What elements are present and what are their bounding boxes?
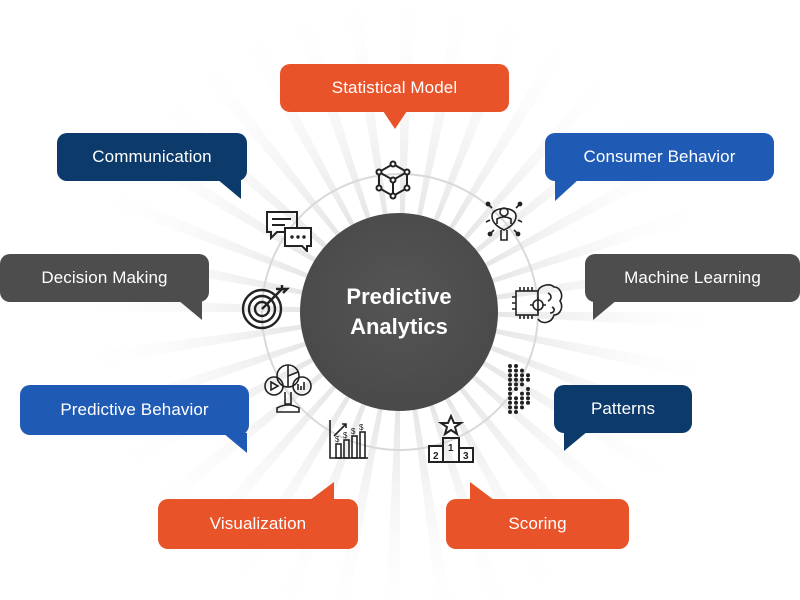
node-visualization: Visualization: [158, 482, 358, 549]
node-machine-learning: Machine Learning: [585, 254, 800, 320]
cube-network-icon: [373, 160, 413, 200]
tree-media-icon: [263, 362, 313, 414]
node-label: Decision Making: [41, 268, 168, 287]
node-statistical-model: Statistical Model: [280, 64, 509, 129]
svg-text:$: $: [351, 427, 356, 436]
node-decision-making: Decision Making: [0, 254, 209, 320]
bar-chart-dollar-icon: $ $ $ $: [328, 418, 370, 460]
node-label: Machine Learning: [624, 268, 761, 287]
podium-star-icon: 1 2 3: [426, 414, 476, 464]
svg-text:1: 1: [448, 443, 454, 454]
svg-text:$: $: [359, 423, 364, 432]
svg-text:2: 2: [433, 451, 439, 462]
target-arrow-icon: [240, 282, 290, 332]
chip-brain-gear-icon: [512, 283, 564, 327]
center-title-line2: Analytics: [350, 314, 448, 339]
node-label: Scoring: [508, 514, 567, 533]
node-scoring: Scoring: [446, 482, 629, 549]
dot-pattern-icon: [506, 362, 536, 416]
node-predictive-behavior: Predictive Behavior: [20, 385, 249, 453]
svg-text:$: $: [343, 431, 348, 440]
node-label: Predictive Behavior: [60, 400, 209, 419]
node-label: Communication: [92, 147, 212, 166]
node-label: Visualization: [209, 514, 307, 533]
node-label: Patterns: [590, 399, 656, 418]
center-title-line1: Predictive: [346, 284, 452, 309]
chat-bubbles-icon: [265, 210, 313, 252]
person-circuit-icon: [482, 198, 526, 242]
node-consumer-behavior: Consumer Behavior: [545, 133, 774, 201]
node-label: Statistical Model: [331, 78, 458, 97]
svg-text:$: $: [335, 435, 340, 444]
node-label: Consumer Behavior: [583, 147, 736, 166]
node-patterns: Patterns: [554, 385, 692, 451]
center-hub: Predictive Analytics: [300, 213, 498, 411]
svg-text:3: 3: [463, 451, 469, 462]
node-communication: Communication: [57, 133, 247, 199]
